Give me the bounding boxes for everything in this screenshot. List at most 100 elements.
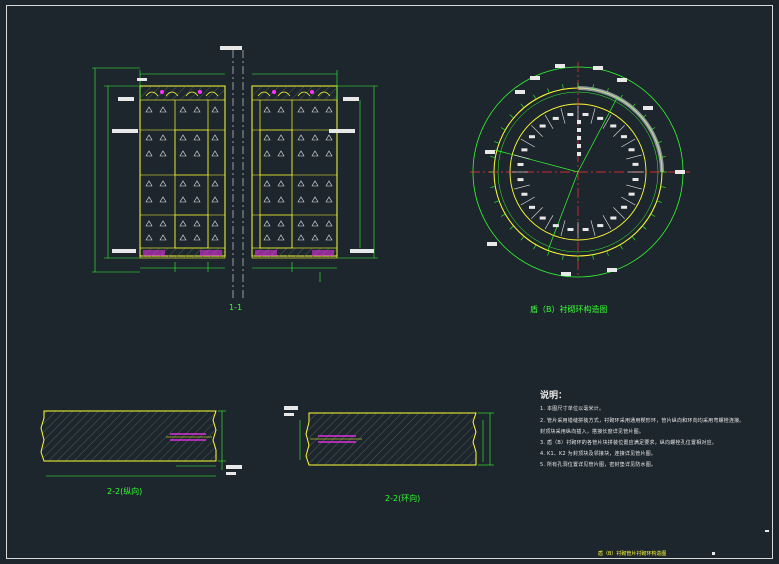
bolt-hole-mark: [179, 106, 187, 113]
note-line: 3. 盾（B）衬砌环的各管片块拼装位置应满足要求，纵向螺栓孔位置相对应。: [540, 440, 717, 446]
bolt-hole-mark: [311, 196, 319, 203]
bolt-hole-mark: [311, 106, 319, 113]
bolt-hole-mark: [263, 134, 271, 141]
ring-segment-label-box: [528, 135, 535, 139]
ring-segment-label-box: [597, 116, 604, 120]
bolt-hole-mark: [159, 234, 167, 241]
section-2-2-left: [40, 410, 242, 477]
bolt-hole-mark: [277, 180, 285, 187]
ring-segment-label-box: [621, 205, 628, 209]
ring-outer-tick: [642, 114, 647, 119]
ring-segment-tick: [621, 138, 636, 148]
bolt-hole-mark: [211, 196, 219, 203]
note-line: 1. 本图尺寸单位以毫米计。: [540, 406, 605, 412]
ring-dimension-label-box: [675, 170, 685, 174]
bolt-hole-mark: [145, 150, 153, 157]
ring-outer-tick: [642, 225, 647, 230]
ring-outer-tick: [592, 84, 594, 90]
bolt-hole-mark: [277, 196, 285, 203]
bolt-hole-mark: [277, 134, 285, 141]
ring-outer-tick: [631, 236, 636, 241]
ring-outer-tick: [533, 94, 537, 100]
bolt-hole-mark: [263, 106, 271, 113]
ring-segment-tick: [602, 114, 612, 129]
ring-segment-label-box: [552, 224, 559, 228]
section-1-1-right-bolt-holes: [263, 106, 333, 241]
bolt-hole-mark: [211, 150, 219, 157]
ring-segment-tick: [626, 184, 642, 190]
ring-segment-label-box: [567, 228, 574, 232]
ring-segment-label-box: [517, 178, 524, 182]
ring-segment-label-box: [620, 135, 627, 139]
corner-marks: [712, 530, 769, 555]
bolt-hole-mark: [263, 234, 271, 241]
ring-dimension-label-box: [487, 242, 497, 246]
ring-segment-tick: [520, 196, 535, 206]
ring-segment-label-box: [632, 162, 639, 166]
section-2-2-right: [284, 406, 494, 466]
ring-outer-tick: [660, 156, 666, 158]
bolt-hole-mark: [311, 150, 319, 157]
ring-segment-label-box: [521, 148, 528, 152]
bolt-hole-mark: [263, 220, 271, 227]
bolt-hole-mark: [179, 234, 187, 241]
bolt-hole-mark: [277, 106, 285, 113]
section-2-2-left-label: 2-2(纵向): [107, 487, 143, 496]
ring-segment-label-box: [628, 148, 635, 152]
bolt-hole-mark: [311, 180, 319, 187]
ring-segment-label-box: [582, 227, 589, 231]
bolt-hole-mark: [179, 180, 187, 187]
drawing-bottom-title: 盾（B）衬砌管片衬砌环构造图: [598, 551, 667, 557]
ring-segment-tick: [520, 138, 535, 148]
ring-segment-tick: [531, 207, 543, 219]
ring-dimension-label-box: [643, 106, 653, 110]
bolt-hole-mark: [159, 220, 167, 227]
ring-dimension-label-box: [617, 78, 627, 82]
ring-segment-tick: [613, 125, 625, 137]
bolt-hole-mark: [297, 106, 305, 113]
ring-outer-tick: [619, 94, 623, 100]
ring-outer-tick: [619, 244, 623, 250]
bolt-hole-mark: [297, 134, 305, 141]
ring-outer-tick: [606, 250, 609, 256]
bolt-hole-mark: [193, 234, 201, 241]
bolt-hole-mark: [325, 234, 333, 241]
ring-dimension-label-box: [530, 76, 540, 80]
bolt-hole-mark: [179, 220, 187, 227]
ring-outer-tick: [606, 88, 609, 94]
bolt-hole-mark: [325, 180, 333, 187]
bolt-hole-mark: [193, 180, 201, 187]
ring-outer-tick: [650, 127, 656, 131]
bolt-hole-mark: [297, 196, 305, 203]
bolt-hole-mark: [179, 134, 187, 141]
bolt-hole-mark: [211, 106, 219, 113]
bolt-hole-mark: [325, 150, 333, 157]
ring-outer-tick: [520, 236, 525, 241]
bolt-hole-mark: [325, 196, 333, 203]
ring-dimension-label-box: [561, 272, 571, 276]
bolt-hole-mark: [145, 134, 153, 141]
ring-segment-label-box: [529, 205, 536, 209]
bolt-hole-mark: [325, 220, 333, 227]
ring-outer-tick: [494, 141, 500, 144]
ring-outer-tick: [547, 88, 550, 94]
ring-plan-segment-ticks: [485, 64, 685, 276]
ring-segment-label-box: [610, 124, 617, 128]
ring-outer-tick: [520, 103, 525, 108]
bolt-hole-mark: [297, 220, 305, 227]
ring-segment-tick: [626, 154, 642, 160]
ring-segment-tick: [602, 215, 612, 230]
bolt-hole-mark: [277, 150, 285, 157]
bolt-hole-mark: [145, 234, 153, 241]
ring-outer-tick: [509, 114, 514, 119]
section-1-1-text-boxes: [112, 46, 374, 253]
ring-segment-tick: [590, 220, 596, 236]
bolt-hole-mark: [193, 196, 201, 203]
ring-outer-tick: [547, 250, 550, 256]
section-2-2-right-label: 2-2(环向): [385, 494, 421, 503]
bolt-hole-mark: [145, 180, 153, 187]
bolt-hole-mark: [297, 150, 305, 157]
section-1-1-dimensions: [92, 67, 378, 282]
ring-outer-tick: [656, 141, 662, 144]
ring-outer-tick: [500, 127, 506, 131]
